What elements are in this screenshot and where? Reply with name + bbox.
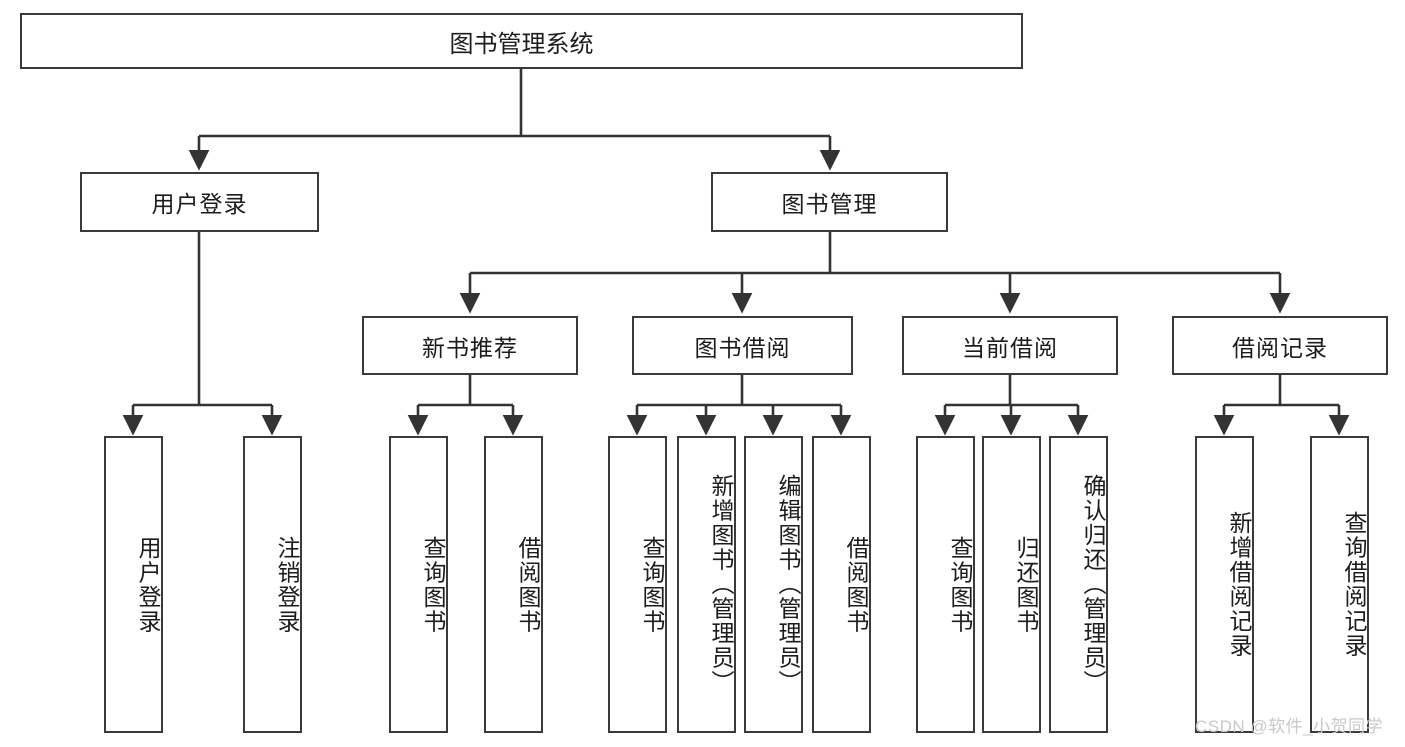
node-book-borrow[interactable]: 图书借阅 xyxy=(632,316,853,375)
leaf-borrow-record-query[interactable]: 查询借阅记录 xyxy=(1310,436,1369,733)
node-root-system[interactable]: 图书管理系统 xyxy=(20,13,1023,69)
leaf-new-book-borrow[interactable]: 借阅图书 xyxy=(484,436,543,733)
leaf-book-borrow-add[interactable]: 新增图书（管理员） xyxy=(677,436,736,733)
leaf-borrow-record-add[interactable]: 新增借阅记录 xyxy=(1195,436,1254,733)
node-current-borrow[interactable]: 当前借阅 xyxy=(902,316,1118,375)
leaf-user-login-signout[interactable]: 注销登录 xyxy=(243,436,302,733)
node-borrow-record[interactable]: 借阅记录 xyxy=(1172,316,1388,375)
node-book-management[interactable]: 图书管理 xyxy=(711,172,948,232)
leaf-current-borrow-return[interactable]: 归还图书 xyxy=(982,436,1041,733)
leaf-current-borrow-query[interactable]: 查询图书 xyxy=(916,436,975,733)
node-user-login[interactable]: 用户登录 xyxy=(80,172,319,232)
leaf-current-borrow-confirm[interactable]: 确认归还（管理员） xyxy=(1049,436,1108,733)
leaf-book-borrow-lend[interactable]: 借阅图书 xyxy=(812,436,871,733)
node-new-book-recommend[interactable]: 新书推荐 xyxy=(362,316,578,375)
leaf-user-login-signin[interactable]: 用户登录 xyxy=(104,436,163,733)
leaf-book-borrow-edit[interactable]: 编辑图书（管理员） xyxy=(744,436,803,733)
watermark-csdn: CSDN @软件_小贺同学 xyxy=(1195,717,1384,736)
leaf-new-book-query[interactable]: 查询图书 xyxy=(389,436,448,733)
leaf-book-borrow-query[interactable]: 查询图书 xyxy=(608,436,667,733)
